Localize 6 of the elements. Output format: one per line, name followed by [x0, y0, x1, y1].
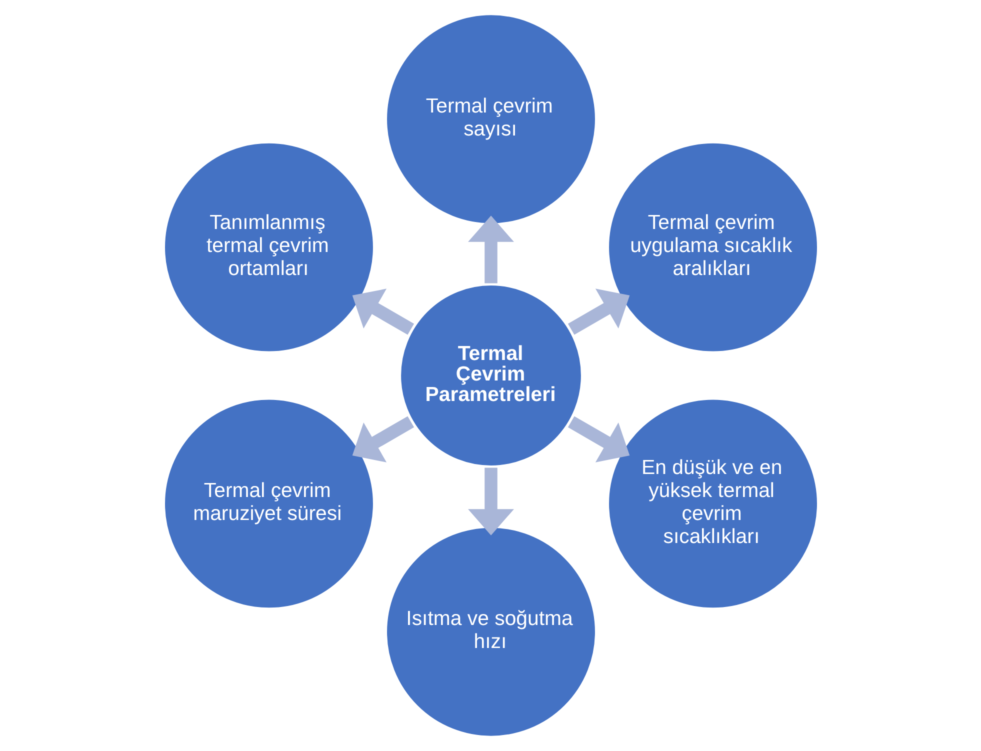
arrow	[567, 416, 630, 462]
arrow	[567, 288, 630, 335]
arrow	[468, 216, 514, 284]
arrow	[352, 416, 414, 462]
arrow	[352, 288, 414, 335]
arrow	[468, 468, 514, 536]
